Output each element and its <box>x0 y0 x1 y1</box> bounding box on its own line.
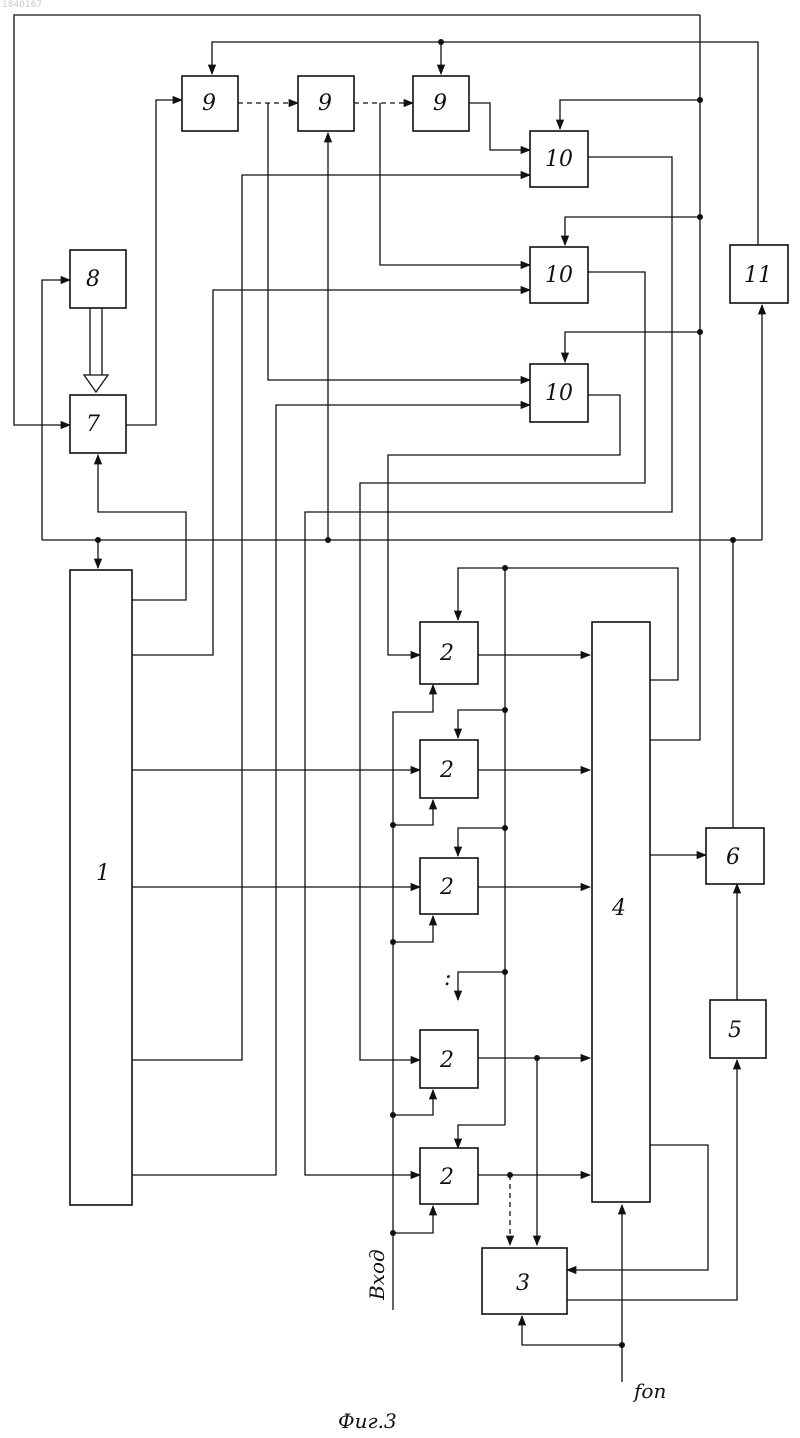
block-5: 5 <box>710 1000 766 1058</box>
block-3-label: 3 <box>516 1271 530 1296</box>
block-10-top: 10 <box>530 131 588 187</box>
block-9-second: 9 <box>298 76 354 131</box>
block-2-first: 2 <box>420 622 478 684</box>
block-8-label: 8 <box>86 267 100 292</box>
block-2-third-label: 2 <box>439 875 454 900</box>
block-3: 3 <box>482 1248 567 1314</box>
block-2-third: 2 <box>420 858 478 914</box>
block-4: 4 <box>592 622 650 1202</box>
block-11-label: 11 <box>744 263 772 288</box>
block-9-second-label: 9 <box>318 91 332 116</box>
fop-label: fоп <box>632 1379 666 1403</box>
block-2-second: 2 <box>420 740 478 798</box>
block-6: 6 <box>706 828 764 884</box>
block-2-second-label: 2 <box>439 758 454 783</box>
block-1-label: 1 <box>96 861 110 886</box>
block-11: 11 <box>730 245 788 303</box>
block-10-bottom: 10 <box>530 364 588 422</box>
ellipsis-dots: : <box>444 966 451 991</box>
block-1: 1 <box>70 570 132 1205</box>
block-9-third: 9 <box>413 76 469 131</box>
block-9-first-label: 9 <box>202 91 216 116</box>
figure-caption: Фиг.3 <box>338 1409 397 1433</box>
block-10-bottom-label: 10 <box>545 381 573 406</box>
block-5-label: 5 <box>728 1018 742 1043</box>
block-2-fifth: 2 <box>420 1148 478 1204</box>
block-9-third-label: 9 <box>433 91 447 116</box>
block-6-label: 6 <box>726 845 740 870</box>
block-7-label: 7 <box>86 412 100 437</box>
block-4-label: 4 <box>611 896 626 921</box>
block-2-fourth: 2 <box>420 1030 478 1088</box>
block-2-fourth-label: 2 <box>439 1048 454 1073</box>
block-2-first-label: 2 <box>439 641 454 666</box>
block-7: 7 <box>70 395 126 453</box>
block-8: 8 <box>70 250 126 308</box>
block-10-middle-label: 10 <box>545 263 573 288</box>
block-9-first: 9 <box>182 76 238 131</box>
block-10-middle: 10 <box>530 247 588 303</box>
input-label: Вход <box>365 1249 389 1301</box>
block-2-fifth-label: 2 <box>439 1165 454 1190</box>
block-10-top-label: 10 <box>545 147 573 172</box>
